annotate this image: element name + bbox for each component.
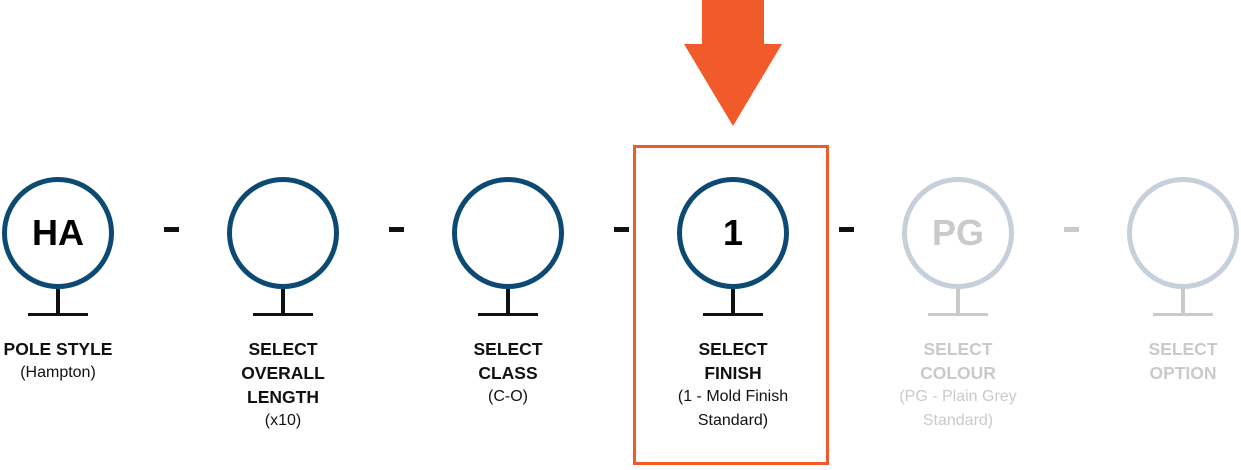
pin-foot (928, 313, 988, 316)
pin-foot (1153, 313, 1213, 316)
step-title: LENGTH (247, 387, 319, 407)
step-title: FINISH (704, 363, 762, 383)
step-subtitle: (1 - Mold Finish (677, 388, 789, 405)
current-step-arrow (684, 0, 782, 126)
pin-stem (281, 289, 285, 316)
step-labels: SELECT OPTION (1068, 337, 1241, 385)
step-labels: POLE STYLE (Hampton) (0, 337, 173, 385)
step-labels: SELECT COLOUR (PG - Plain Grey Standard) (843, 337, 1073, 433)
step-subtitle: (PG - Plain Grey (899, 388, 1017, 405)
pin-foot (28, 313, 88, 316)
step-code-circle: HA (2, 177, 114, 289)
step-subtitle: (C-O) (488, 388, 528, 405)
step-code-circle: 1 (677, 177, 789, 289)
pin-stem (506, 289, 510, 316)
pin-stem (956, 289, 960, 316)
step-title: SELECT (923, 339, 993, 359)
pin-foot (478, 313, 538, 316)
pin-foot (703, 313, 763, 316)
step-title: SELECT (698, 339, 768, 359)
step-title: SELECT (1148, 339, 1218, 359)
step-title: POLE STYLE (3, 339, 113, 359)
step-code-circle (452, 177, 564, 289)
current-step-highlight (633, 145, 829, 465)
step-subtitle: (x10) (264, 412, 302, 429)
separator-dash (1064, 227, 1079, 232)
step-labels: SELECT FINISH (1 - Mold Finish Standard) (618, 337, 848, 433)
step-code-circle: PG (902, 177, 1014, 289)
step-subtitle: (Hampton) (20, 364, 96, 381)
pin-stem (56, 289, 60, 316)
pin-foot (253, 313, 313, 316)
step-title: SELECT (248, 339, 318, 359)
step-subtitle: Standard) (697, 412, 769, 429)
step-title: CLASS (478, 363, 538, 383)
step-title: COLOUR (920, 363, 996, 383)
step-code-circle (1127, 177, 1239, 289)
step-code-circle (227, 177, 339, 289)
separator-dash (839, 227, 854, 232)
pin-stem (731, 289, 735, 316)
pin-stem (1181, 289, 1185, 316)
step-title: OPTION (1149, 363, 1217, 383)
step-title: OVERALL (241, 363, 325, 383)
step-title: SELECT (473, 339, 543, 359)
step-labels: SELECT CLASS (C-O) (393, 337, 623, 409)
separator-dash (164, 227, 179, 232)
step-subtitle: Standard) (922, 412, 994, 429)
separator-dash (389, 227, 404, 232)
step-labels: SELECT OVERALL LENGTH (x10) (168, 337, 398, 433)
separator-dash (614, 227, 629, 232)
